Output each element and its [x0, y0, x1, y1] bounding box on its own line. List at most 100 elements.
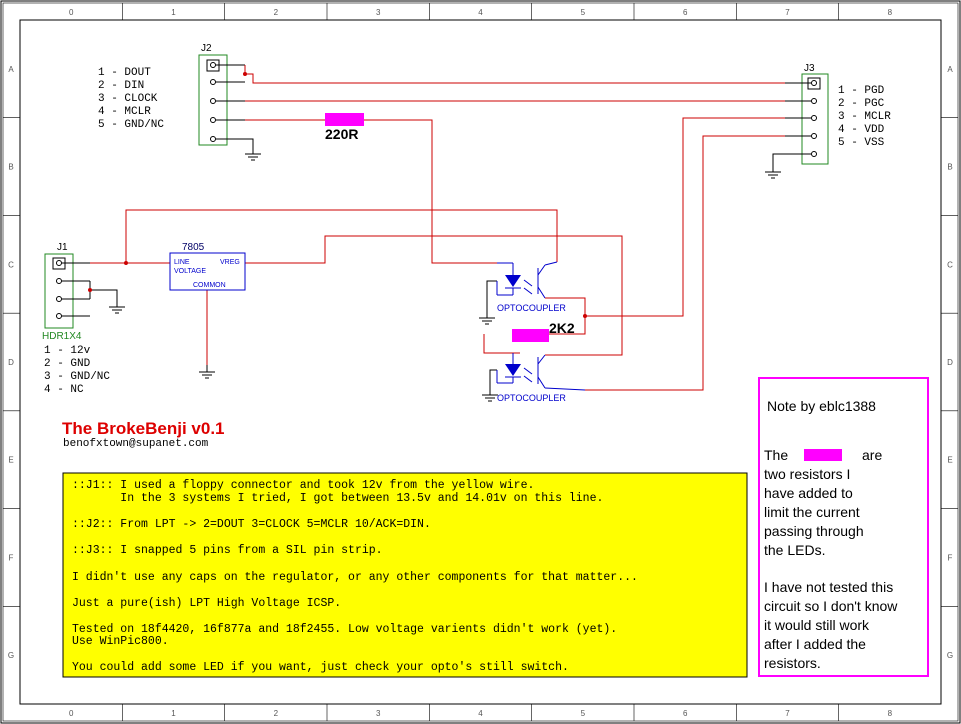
- border-row-label-right: E: [947, 456, 952, 465]
- border-col-label-top: 1: [171, 8, 176, 17]
- j3-pin-list: 1 - PGD 2 - PGC 3 - MCLR 4 - VDD 5 - VSS: [838, 85, 891, 149]
- note-line-9: You could add some LED if you want, just…: [72, 661, 569, 674]
- j2-pin-2: 2 - DIN: [98, 80, 144, 92]
- voltage-regulator-7805: 7805 LINE VOLTAGE VREG COMMON: [169, 242, 246, 291]
- j1-connector: J1 HDR1X4: [42, 242, 90, 342]
- note-line-6: Just a pure(ish) LPT High Voltage ICSP.: [72, 597, 341, 610]
- junction-dots: [88, 72, 587, 318]
- border-col-label-bottom: 5: [581, 709, 586, 718]
- vreg-common-label: COMMON: [193, 282, 226, 289]
- side-note-are: are: [862, 447, 882, 463]
- border-row-label-left: E: [8, 456, 13, 465]
- note-line-2: In the 3 systems I tried, I got between …: [72, 492, 603, 505]
- design-title: The BrokeBenji v0.1: [62, 419, 225, 438]
- opto2-label: OPTOCOUPLER: [497, 393, 566, 403]
- border-col-label-top: 3: [376, 8, 381, 17]
- j1-pin-list: 1 - 12v 2 - GND 3 - GND/NC 4 - NC: [44, 345, 110, 396]
- border-col-label-top: 4: [478, 8, 483, 17]
- j1-pin-4: 4 - NC: [44, 384, 84, 396]
- border-row-label-left: G: [8, 651, 14, 660]
- side-note-line-4: passing through: [764, 523, 864, 539]
- border-col-label-bottom: 8: [888, 709, 893, 718]
- opto1-label: OPTOCOUPLER: [497, 303, 566, 313]
- side-note-line-8: circuit so I don't know: [764, 598, 898, 614]
- j3-pin-5: 5 - VSS: [838, 137, 885, 149]
- border-col-label-bottom: 4: [478, 709, 483, 718]
- side-note-heading: Note by eblc1388: [767, 398, 876, 414]
- border-row-label-left: F: [9, 553, 14, 562]
- side-note-line-1: two resistors I: [764, 466, 850, 482]
- resistor-2k2-body: [512, 329, 549, 342]
- j3-ref: J3: [804, 63, 815, 74]
- border-col-label-bottom: 6: [683, 709, 688, 718]
- ground-symbols: [109, 153, 781, 402]
- side-note-line-11: resistors.: [764, 655, 821, 671]
- j3-connector: J3: [785, 63, 829, 165]
- border-col-label-bottom: 7: [785, 709, 790, 718]
- border-row-label-right: G: [947, 651, 953, 660]
- side-note-line-3: limit the current: [764, 504, 860, 520]
- optocoupler-2: OPTOCOUPLER: [496, 353, 586, 403]
- side-note-line-5: the LEDs.: [764, 542, 825, 558]
- note-line-7: Tested on 18f4420, 16f877a and 18f2455. …: [72, 623, 617, 636]
- resistor-220r-label: 220R: [325, 126, 358, 142]
- j2-connector: J2: [198, 43, 245, 146]
- vreg-ref: 7805: [182, 242, 205, 253]
- resistor-220r: 220R: [325, 113, 364, 142]
- side-note-line-7: I have not tested this: [764, 579, 893, 595]
- j2-ref: J2: [201, 43, 212, 54]
- border-row-label-left: C: [8, 260, 14, 269]
- side-note-the: The: [764, 447, 788, 463]
- resistor-2k2-label: 2K2: [549, 320, 575, 336]
- note-line-3: ::J2:: From LPT -> 2=DOUT 3=CLOCK 5=MCLR…: [72, 518, 431, 531]
- border-col-label-top: 2: [274, 8, 279, 17]
- j3-pin-1: 1 - PGD: [838, 85, 885, 97]
- j3-pin-3: 3 - MCLR: [838, 111, 891, 123]
- border-col-label-top: 8: [888, 8, 893, 17]
- border-row-label-left: D: [8, 358, 14, 367]
- border-col-label-bottom: 1: [171, 709, 176, 718]
- j1-ref: J1: [57, 242, 68, 253]
- resistor-2k2: 2K2: [512, 320, 575, 342]
- border-row-label-left: B: [8, 163, 13, 172]
- border-row-label-right: D: [947, 358, 953, 367]
- side-note-line-2: have added to: [764, 485, 853, 501]
- note-line-5: I didn't use any caps on the regulator, …: [72, 571, 638, 584]
- border-col-label-top: 6: [683, 8, 688, 17]
- border-col-label-top: 7: [785, 8, 790, 17]
- note-line-4: ::J3:: I snapped 5 pins from a SIL pin s…: [72, 544, 383, 557]
- border-row-labels: A A B B C C D D E E F F G G: [3, 65, 958, 660]
- border-col-label-bottom: 3: [376, 709, 381, 718]
- author-email: benofxtown@supanet.com: [63, 438, 209, 450]
- vreg-line-label: LINE: [174, 259, 190, 266]
- j1-pin-1: 1 - 12v: [44, 345, 91, 357]
- border-col-label-top: 0: [69, 8, 74, 17]
- side-note-line-10: after I added the: [764, 636, 866, 652]
- j2-pin-4: 4 - MCLR: [98, 106, 151, 118]
- side-note-line-9: it would still work: [764, 617, 870, 633]
- optocoupler-1: OPTOCOUPLER: [496, 261, 566, 313]
- j2-pin-3: 3 - CLOCK: [98, 93, 158, 105]
- wires: [89, 65, 785, 395]
- j2-pin-list: 1 - DOUT 2 - DIN 3 - CLOCK 4 - MCLR 5 - …: [98, 67, 164, 131]
- border-row-label-right: C: [947, 260, 953, 269]
- j3-pin-4: 4 - VDD: [838, 124, 885, 136]
- border-row-label-left: A: [8, 65, 14, 74]
- j1-pin-2: 2 - GND: [44, 358, 91, 370]
- j2-pin-1: 1 - DOUT: [98, 67, 151, 79]
- note-line-8: Use WinPic800.: [72, 635, 169, 648]
- border-col-label-top: 5: [581, 8, 586, 17]
- border-row-label-right: B: [947, 163, 952, 172]
- side-note-resistor-swatch: [804, 449, 842, 461]
- border-row-label-right: F: [948, 553, 953, 562]
- resistor-220r-body: [325, 113, 364, 126]
- border-row-label-right: A: [947, 65, 953, 74]
- j3-pin-2: 2 - PGC: [838, 98, 885, 110]
- j1-pin-3: 3 - GND/NC: [44, 371, 110, 383]
- border-col-label-bottom: 0: [69, 709, 74, 718]
- notes-box: ::J1:: I used a floppy connector and too…: [62, 472, 748, 678]
- j1-part: HDR1X4: [42, 331, 82, 342]
- note-line-1: ::J1:: I used a floppy connector and too…: [72, 479, 534, 492]
